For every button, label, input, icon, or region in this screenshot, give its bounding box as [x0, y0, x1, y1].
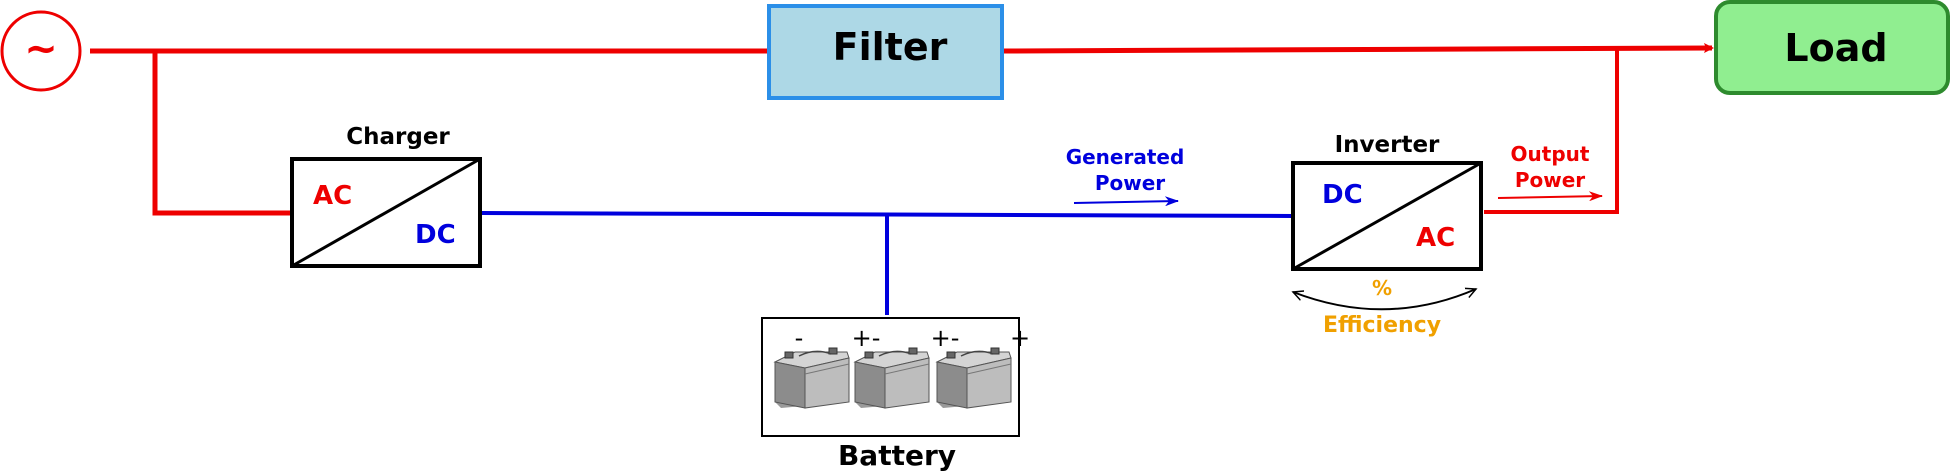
output-power-line2: Power — [1515, 168, 1585, 192]
efficiency-symbol: % — [1372, 276, 1392, 300]
inverter-input-label: DC — [1322, 180, 1363, 210]
battery-terminal-2: +- — [852, 324, 881, 352]
inverter-output-label: AC — [1416, 223, 1455, 253]
ac-output-wire — [1002, 43, 1714, 54]
inverter-title: Inverter — [1335, 132, 1440, 158]
generated-power-annotation: Generated Power — [1066, 145, 1185, 207]
load-block: Load — [1714, 0, 1950, 95]
charger-diagonal — [291, 157, 481, 268]
inverter-block: Inverter DC AC — [1291, 132, 1483, 271]
ac-input-wire — [90, 48, 768, 216]
generated-power-arrow — [1073, 196, 1179, 207]
efficiency-annotation: % Efficiency — [1293, 276, 1476, 338]
inverter-output-wire — [1484, 49, 1619, 214]
filter-block: Filter — [767, 4, 1004, 100]
battery-terminal-4: + — [1010, 324, 1030, 352]
battery-cell-icon — [774, 347, 850, 409]
battery-block: - +- +- + Battery — [761, 317, 1030, 472]
charger-input-label: AC — [313, 181, 352, 211]
battery-cell-icon — [854, 347, 930, 409]
output-power-annotation: Output Power — [1497, 142, 1603, 202]
battery-terminal-3: +- — [931, 324, 960, 352]
ac-source: ~ — [0, 10, 82, 92]
charger-title: Charger — [346, 124, 450, 150]
inverter-diagonal — [1292, 161, 1482, 271]
charger-block: Charger AC DC — [290, 124, 482, 268]
load-label: Load — [1784, 26, 1887, 70]
output-power-arrow — [1497, 191, 1603, 202]
battery-cell-icon — [936, 347, 1012, 409]
efficiency-arc-arrow — [1293, 289, 1476, 311]
filter-label: Filter — [833, 25, 948, 69]
generated-power-line1: Generated — [1066, 145, 1185, 169]
output-power-line1: Output — [1511, 142, 1590, 166]
dc-bus-wire — [481, 211, 1294, 315]
generated-power-line2: Power — [1095, 171, 1165, 195]
charger-output-label: DC — [415, 220, 456, 250]
battery-label: Battery — [838, 439, 956, 472]
efficiency-label: Efficiency — [1323, 313, 1441, 338]
battery-terminal-1: - — [795, 324, 804, 352]
ac-source-symbol: ~ — [24, 26, 58, 72]
